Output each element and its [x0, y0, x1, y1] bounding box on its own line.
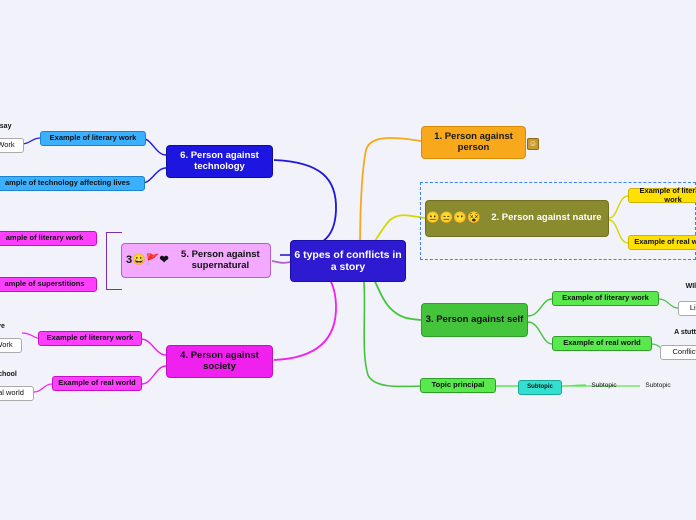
- branch3-child-literary[interactable]: Example of literary work: [552, 291, 659, 306]
- branch4-note-2-title: t school: [0, 370, 17, 378]
- branch3-child-literary-label: Example of literary work: [562, 293, 649, 303]
- branch6-child-literary-label: Example of literary work: [49, 133, 137, 143]
- branch4-child-realworld-label: Example of real world: [58, 378, 136, 388]
- central-topic[interactable]: 6 types of conflicts in a story: [290, 240, 406, 282]
- branch2-child-realworld-label: Example of real world: [634, 237, 696, 247]
- branch6-child-technology-lives[interactable]: ample of technology affecting lives: [0, 176, 145, 191]
- branch6-note-1-title: essay: [0, 122, 12, 130]
- branch2-child-realworld[interactable]: Example of real world: [628, 235, 696, 250]
- branch5-child-superstitions[interactable]: ample of superstitions: [0, 277, 97, 292]
- secondary-subtopic-1[interactable]: Subtopic: [518, 380, 562, 395]
- branch-person-against-society[interactable]: 4. Person against society: [166, 345, 273, 378]
- branch3-child-realworld-label: Example of real world: [563, 338, 641, 348]
- branch-person-against-person[interactable]: 1. Person against person: [421, 126, 526, 159]
- branch6-child-technology-lives-label: ample of technology affecting lives: [4, 178, 131, 188]
- secondary-subtopic-3[interactable]: Subtopic: [645, 382, 671, 390]
- branch5-bracket: [106, 232, 122, 290]
- branch-6-label: 6. Person against technology: [180, 149, 259, 172]
- secondary-main-topic-label: Topic principal: [431, 380, 485, 390]
- branch3-child-realworld[interactable]: Example of real world: [552, 336, 652, 351]
- branch6-child-literary[interactable]: Example of literary work: [40, 131, 146, 146]
- branch-person-against-supernatural[interactable]: 3😀🚩❤ 5. Person against supernatural: [121, 243, 271, 278]
- branch-person-against-nature[interactable]: 😐😑😶😵 2. Person against nature: [425, 200, 609, 237]
- branch3-note-2-title: A stutte: [674, 328, 696, 336]
- branch5-child-superstitions-label: ample of superstitions: [4, 279, 85, 289]
- branch2-child-literary[interactable]: Example of literary work: [628, 185, 696, 204]
- branch2-child-literary-label: Example of literary work: [639, 185, 696, 204]
- branch-3-label: 3. Person against self: [425, 313, 524, 325]
- branch4-note-1-body[interactable]: Work: [0, 338, 22, 353]
- branch3-note-1-body[interactable]: Lithe: [678, 301, 696, 316]
- branch6-note-1-body[interactable]: Work: [0, 138, 24, 153]
- branch4-note-2-body[interactable]: al world: [0, 386, 34, 401]
- branch3-note-2-body[interactable]: Conflict: [660, 345, 696, 360]
- branch4-child-literary-label: Example of literary work: [46, 333, 134, 343]
- branch-2-label: 2. Person against nature: [491, 212, 602, 224]
- branch-5-label: 5. Person against supernatural: [181, 248, 260, 271]
- secondary-main-topic[interactable]: Topic principal: [420, 378, 496, 393]
- branch4-child-realworld[interactable]: Example of real world: [52, 376, 142, 391]
- branch-4-label: 4. Person against society: [180, 349, 259, 372]
- branch3-note-1-title: WIlb: [685, 282, 696, 290]
- branch-person-against-technology[interactable]: 6. Person against technology: [166, 145, 273, 178]
- branch5-child-literary[interactable]: ample of literary work: [0, 231, 97, 246]
- branch4-note-1-title: Rye: [0, 322, 5, 330]
- branch-person-against-self[interactable]: 3. Person against self: [421, 303, 528, 337]
- supernatural-emoji-icon: 3😀🚩❤: [126, 254, 169, 267]
- branch5-child-literary-label: ample of literary work: [5, 233, 84, 243]
- nature-emoji-icon: 😐😑😶😵: [426, 212, 481, 225]
- emoji-badge-icon: ☺: [527, 138, 539, 150]
- branch4-child-literary[interactable]: Example of literary work: [38, 331, 142, 346]
- central-topic-label: 6 types of conflicts in a story: [294, 248, 402, 273]
- branch-1-label: 1. Person against person: [434, 130, 513, 153]
- secondary-subtopic-2[interactable]: Subtopic: [591, 382, 617, 390]
